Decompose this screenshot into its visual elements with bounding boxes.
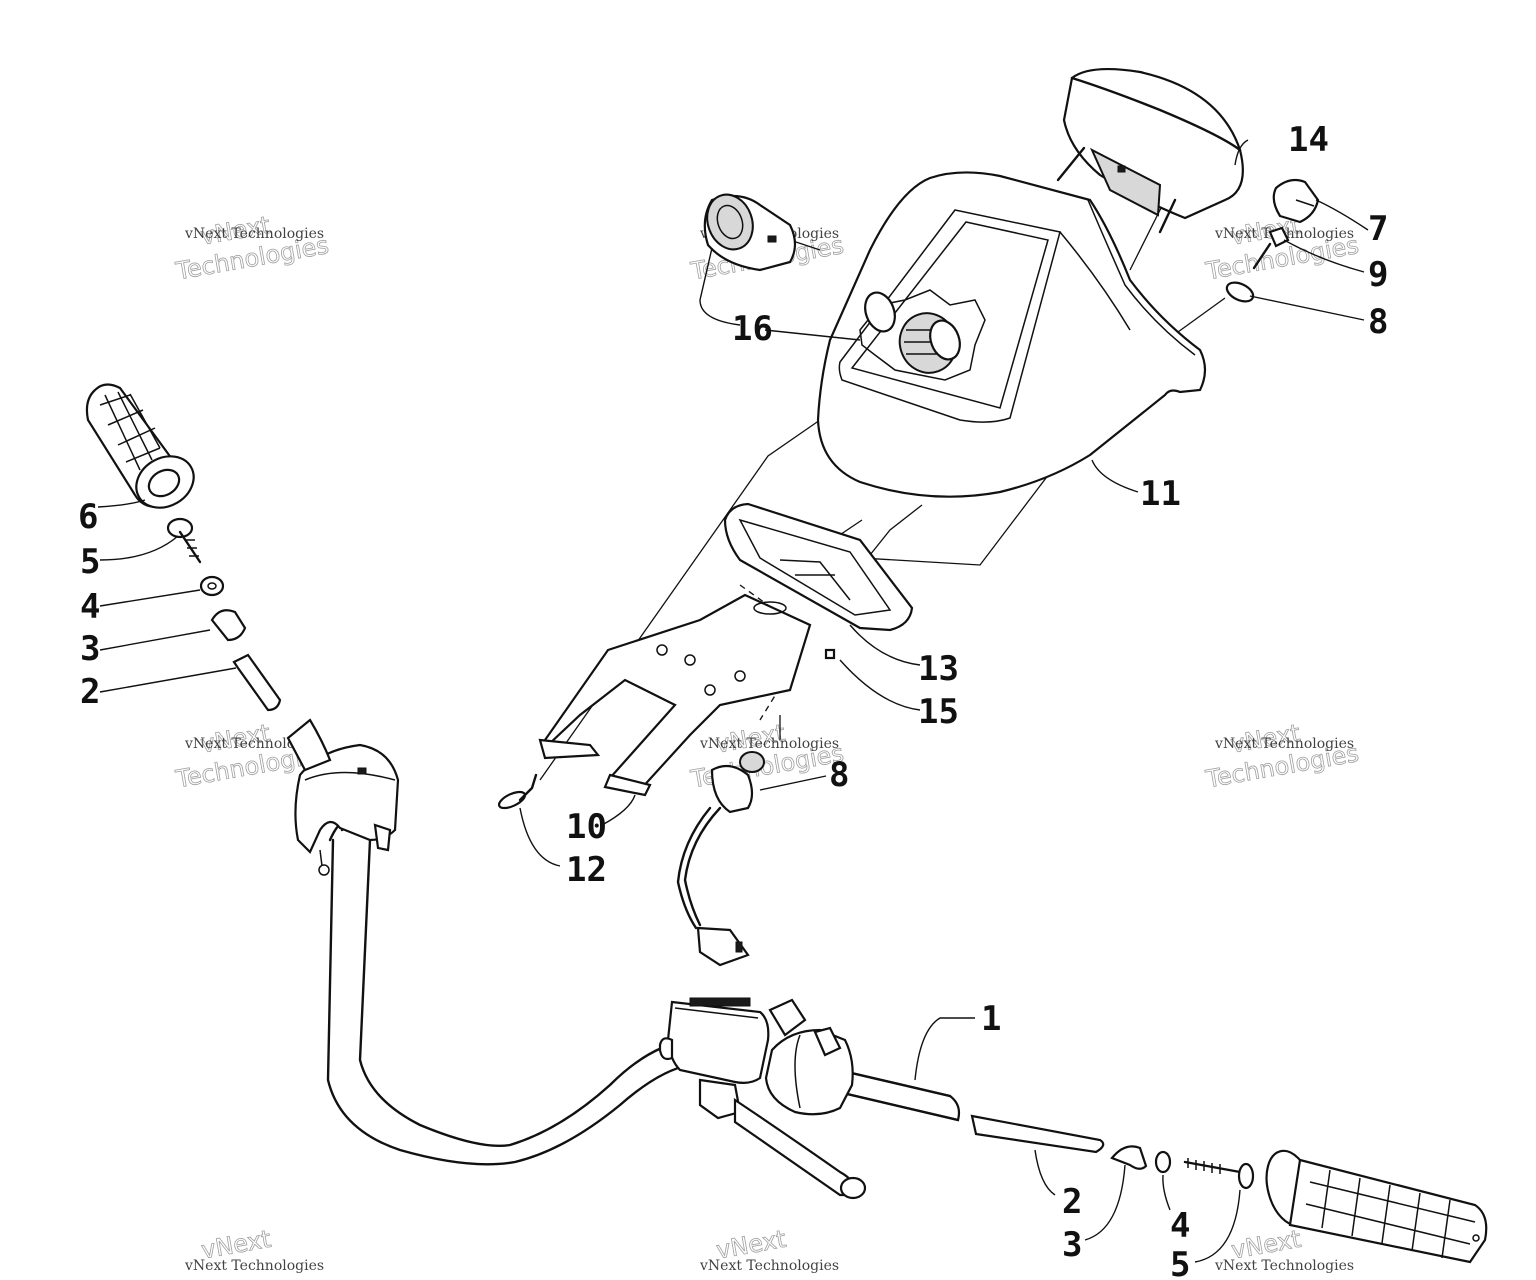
- right-grip: [1265, 1149, 1488, 1264]
- right-throttle-housing: [764, 1026, 854, 1116]
- watermark-text-bottom-left: vNext Technologies: [184, 1258, 324, 1274]
- callout-14: 14: [1288, 120, 1329, 160]
- watermark-text-top-left: vNext Technologies: [184, 226, 324, 242]
- watermark-text-bottom-right: vNext Technologies: [1214, 1258, 1354, 1274]
- brake-master-cylinder: [658, 997, 867, 1200]
- handlebar-pod-cover: [816, 171, 1207, 498]
- callout-12: 12: [566, 850, 607, 890]
- switch-screw: [1252, 226, 1290, 270]
- callout-16: 16: [732, 309, 773, 349]
- mounting-bracket: [538, 593, 812, 797]
- callout-3-right: 3: [1062, 1225, 1082, 1265]
- watermark-text-mid-right: vNext Technologies: [1214, 736, 1354, 752]
- callout-7: 7: [1368, 209, 1388, 249]
- leader-lines: [97, 139, 1369, 1263]
- grommet-small: [1225, 281, 1255, 303]
- left-washer: [199, 575, 225, 597]
- right-washer: [1154, 1150, 1172, 1174]
- callout-15: 15: [918, 692, 959, 732]
- callout-2-right: 2: [1062, 1182, 1082, 1222]
- callout-10: 10: [566, 807, 607, 847]
- watermark-text-mid-center: vNext Technologies: [699, 736, 839, 752]
- watermark-text-bottom-center: vNext Technologies: [699, 1258, 839, 1274]
- handlebar-tube: [326, 820, 961, 1166]
- button-cap: [1272, 178, 1320, 224]
- callout-6: 6: [78, 497, 98, 537]
- callout-4-left: 4: [80, 587, 100, 627]
- push-rivet: [497, 773, 538, 810]
- light-switch: [703, 193, 986, 381]
- left-bar-plug: [232, 653, 282, 712]
- callout-5-right: 5: [1170, 1245, 1190, 1280]
- callout-1: 1: [981, 999, 1001, 1039]
- callout-2-left: 2: [80, 672, 100, 712]
- gauge-bezel-frame: [723, 502, 914, 660]
- callout-3-left: 3: [80, 629, 100, 669]
- left-bar-end-weight: [210, 609, 247, 642]
- kill-switch-with-harness: [676, 751, 765, 967]
- right-bar-end-weight: [1110, 1145, 1148, 1170]
- callout-8-mid: 8: [829, 755, 849, 795]
- right-end-screw: [1183, 1158, 1255, 1190]
- left-switch-housing: [286, 718, 400, 876]
- watermark-top-left: vNext Technologies: [173, 210, 331, 285]
- callout-5-left: 5: [80, 542, 100, 582]
- callout-11: 11: [1140, 474, 1181, 514]
- right-bar-plug: [970, 1114, 1105, 1154]
- callout-labels: 1 2 2 3 3 4 4 5 5 6 7 8 8 9 10 11 12 13 …: [78, 120, 1388, 1280]
- callout-8-top: 8: [1368, 302, 1388, 342]
- callout-9: 9: [1368, 255, 1388, 295]
- callout-4-right: 4: [1170, 1206, 1190, 1246]
- speedometer-gauge: [1056, 68, 1244, 234]
- callout-13: 13: [918, 649, 959, 689]
- left-grip: [85, 383, 195, 509]
- left-end-screw: [166, 517, 202, 564]
